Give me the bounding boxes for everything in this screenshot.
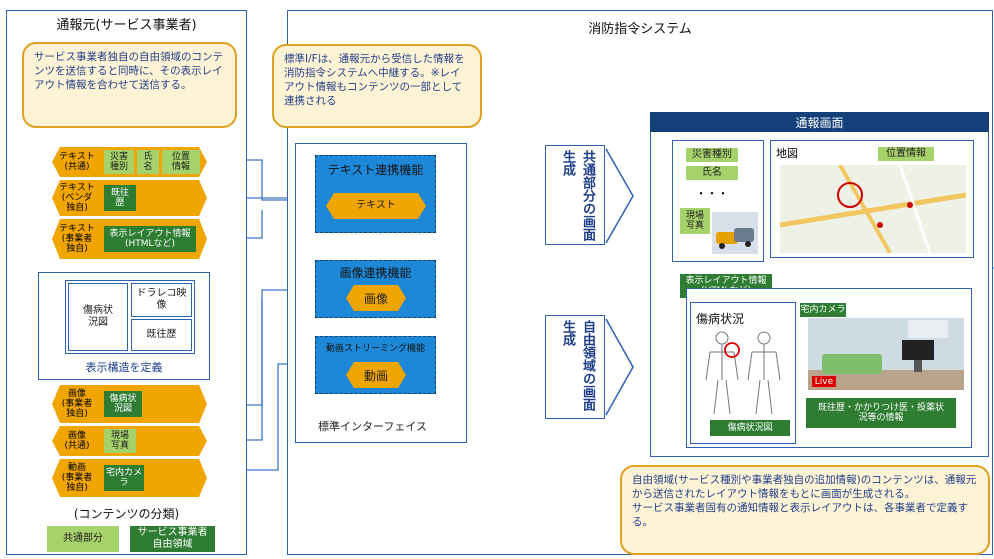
func-text-item: テキスト [326, 193, 426, 219]
row-text-common-label: テキスト (共通) [59, 152, 95, 172]
tag-injury-diagram: 傷病状 況図 [104, 391, 142, 417]
map-image [779, 164, 967, 254]
map-label: 地図 [776, 147, 798, 160]
structure-cell-history: 既往歴 [131, 319, 192, 351]
screen-tag-disaster-type: 災害種別 [686, 148, 738, 162]
legend-common: 共通部分 [47, 526, 119, 552]
tag-site-photo: 現場 写真 [104, 429, 136, 453]
row-image-common-label: 画像 (共通) [64, 431, 90, 451]
gen-common-box [545, 145, 605, 245]
structure-caption: 表示構造を定義 [85, 360, 163, 374]
structure-box [38, 272, 210, 380]
row-image-operator-label: 画像 (事業者 独自) [61, 389, 93, 419]
tag-layout-info: 表示レイアウト情報 (HTMLなど) [104, 226, 196, 252]
tag-location: 位置 情報 [162, 150, 200, 174]
interface-callout: 標準I/Fは、通報元から受信した情報を消防指令システムへ中継する。※レイアウト情… [272, 44, 482, 128]
gen-free-box [545, 315, 605, 419]
gen-free-text: 自由領域の画面生成 [560, 320, 595, 411]
injury-figure [696, 330, 790, 416]
screen-tag-home-camera: 宅内カメラ [800, 303, 846, 317]
injury-panel [690, 302, 796, 444]
row-text-operator-label: テキスト (事業者 独自) [59, 224, 95, 254]
sender-title: 通報元(サービス事業者) [56, 18, 197, 33]
func-video-title: 動画ストリーミング機能 [325, 344, 425, 354]
structure-cell-dashcam: ドラレコ映 像 [131, 283, 192, 317]
gen-common-text: 共通部分の画面生成 [560, 150, 595, 241]
tag-home-camera: 宅内カメ ラ [104, 465, 144, 491]
tag-disaster-type: 災害 種別 [104, 150, 134, 174]
sender-callout: サービス事業者独自の自由領域のコンテンツを送信すると同時に、その表示レイアウト情… [22, 42, 237, 128]
screen-dots: ・・・ [695, 187, 729, 200]
func-image-title: 画像連携機能 [339, 265, 412, 280]
screen-tag-history: 既往歴・かかりつけ医・投薬状 況等の情報 [806, 398, 956, 428]
gen-free-arrow [605, 318, 635, 416]
screen-header: 通報画面 [650, 112, 989, 132]
injury-caption: 傷病状況図 [710, 420, 790, 436]
row-text-vendor-label: テキスト (ベンダ 独自) [59, 183, 95, 213]
screen-tag-location: 位置情報 [878, 147, 934, 161]
legend-title: (コンテンツの分類) [73, 506, 180, 521]
injury-title: 傷病状況 [696, 312, 745, 326]
func-video-item: 動画 [346, 362, 406, 388]
func-text-title: テキスト連携機能 [327, 162, 424, 177]
tag-history: 既往 歴 [104, 185, 136, 211]
gen-common-arrow [605, 148, 635, 244]
live-badge: Live [812, 376, 836, 387]
screen-tag-site-photo: 現場 写真 [680, 208, 710, 234]
row-video-operator-label: 動画 (事業者 独自) [61, 463, 93, 493]
site-photo-image [712, 212, 758, 254]
func-image-item: 画像 [346, 285, 406, 311]
interface-label: 標準インターフェイス [318, 420, 428, 433]
legend-free: サービス事業者 自由領域 [130, 526, 215, 552]
dispatch-title: 消防指令システム [588, 22, 692, 37]
structure-cell-injury: 傷病状 況図 [68, 283, 128, 351]
screen-tag-name: 氏名 [686, 166, 738, 180]
structure-grid [65, 280, 195, 354]
free-area-callout: 自由領域(サービス種別や事業者独自の追加情報)のコンテンツは、通報元から送信され… [620, 465, 990, 555]
tag-name: 氏 名 [137, 150, 159, 174]
